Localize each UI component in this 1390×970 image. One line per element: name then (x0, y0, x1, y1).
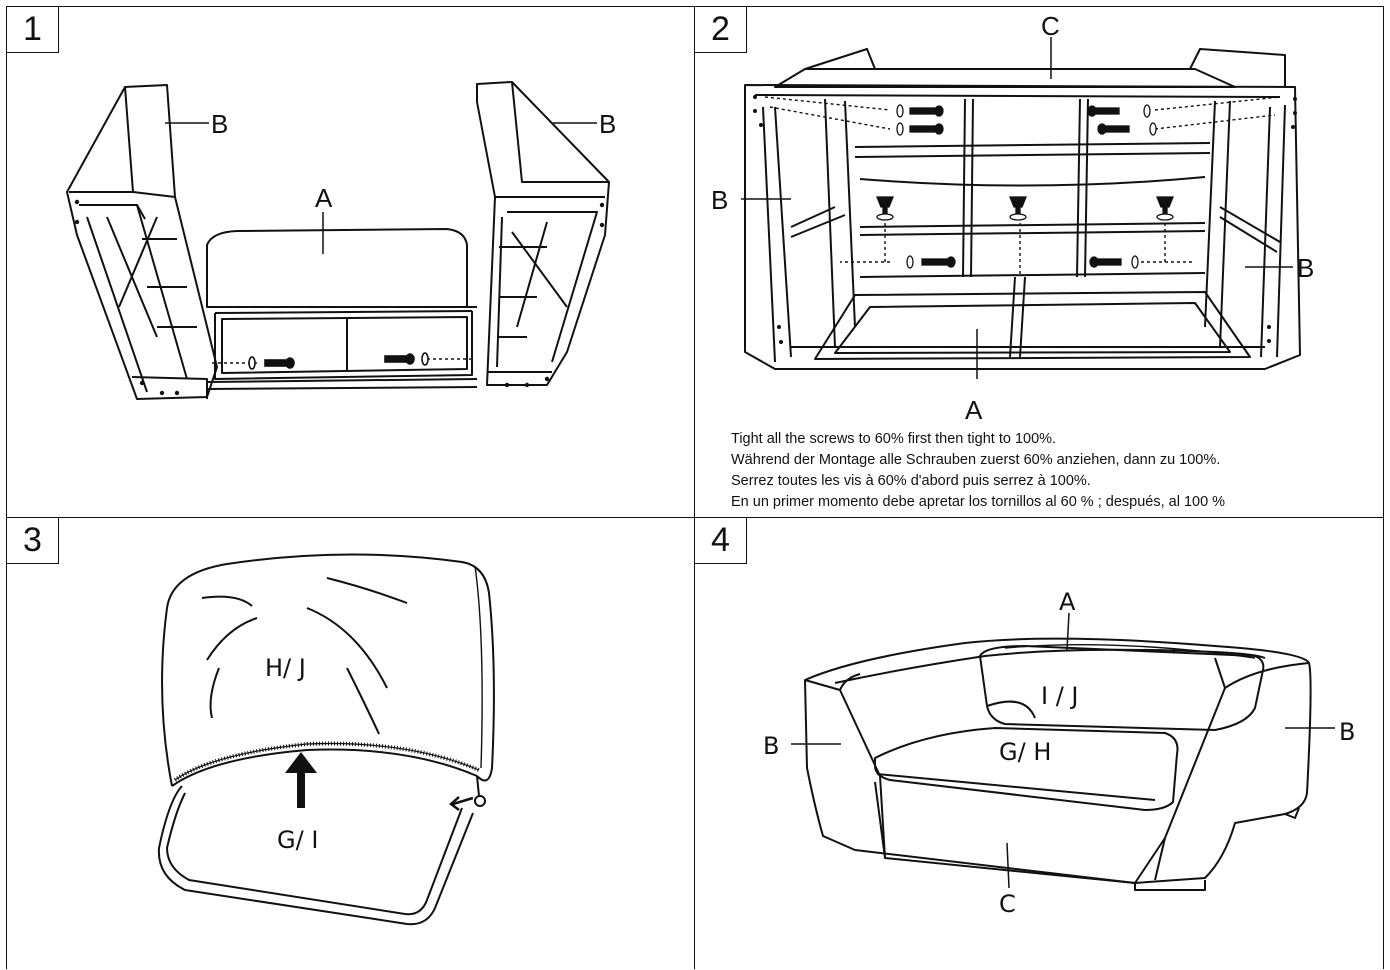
step-3-diagram: H/ J G/ I (157, 553, 495, 926)
step-4-diagram: A I / J G/ H B B C (763, 588, 1355, 918)
instruction-es: En un primer momento debe apretar los to… (731, 494, 1226, 510)
label-arm-left: B (763, 732, 779, 760)
instruction-fr: Serrez toutes les vis à 60% d'abord puis… (731, 473, 1091, 489)
label-arm-right: B (599, 109, 616, 139)
label-arm-left: B (711, 185, 728, 215)
label-cover: H/ J (265, 654, 306, 682)
label-front: C (999, 890, 1016, 918)
step-2-panel: 2 (694, 6, 1384, 518)
tightening-instructions: Tight all the screws to 60% first then t… (731, 429, 1225, 513)
step-1-panel: 1 (6, 6, 695, 518)
label-base: A (315, 183, 333, 213)
step-3-panel: 3 H/ J (6, 517, 695, 969)
label-back: C (1041, 11, 1060, 41)
label-seat-cushion: G/ H (999, 738, 1051, 766)
step-number-badge: 2 (695, 7, 747, 53)
step-number-badge: 1 (7, 7, 59, 53)
instruction-de: Während der Montage alle Schrauben zuers… (731, 452, 1221, 468)
label-arm-left: B (211, 109, 228, 139)
label-base: A (965, 395, 983, 425)
instruction-en: Tight all the screws to 60% first then t… (731, 431, 1057, 447)
label-cushion: G/ I (277, 826, 318, 854)
label-arm-right: B (1297, 253, 1314, 283)
step-1-diagram: B B A (66, 81, 616, 400)
label-back-cushion: I / J (1041, 682, 1079, 710)
step-number-badge: 4 (695, 518, 747, 564)
label-top: A (1059, 588, 1076, 616)
step-4-panel: 4 (694, 517, 1384, 969)
step-number-badge: 3 (7, 518, 59, 564)
step-2-diagram: C B B A (711, 11, 1314, 425)
label-arm-right: B (1339, 718, 1355, 746)
